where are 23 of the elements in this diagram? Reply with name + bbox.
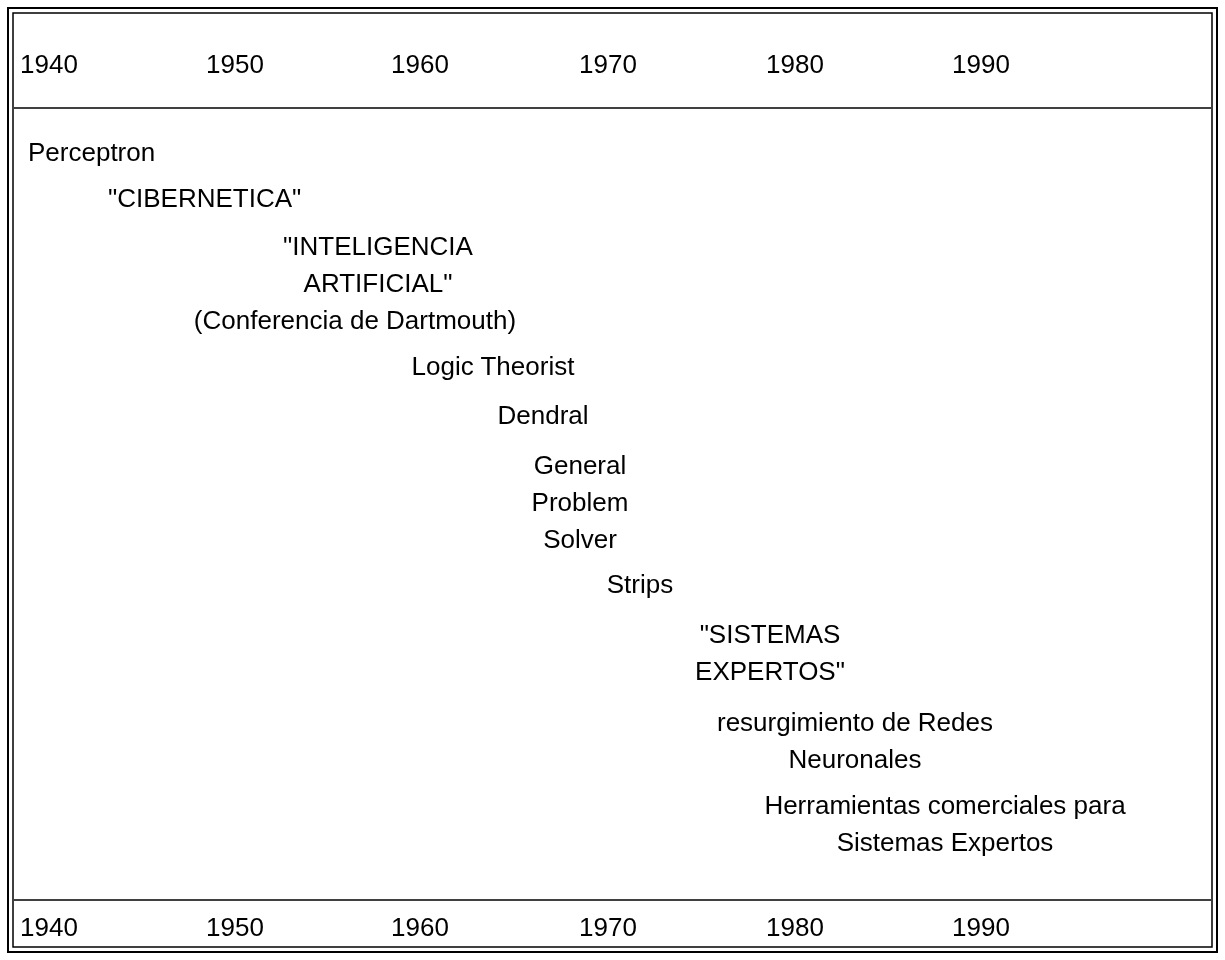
event-label: (Conferencia de Dartmouth) bbox=[192, 304, 518, 337]
year-label: 1980 bbox=[766, 911, 825, 944]
event-label: Perceptron bbox=[28, 136, 157, 169]
year-label: 1970 bbox=[579, 911, 638, 944]
year-label: 1960 bbox=[391, 48, 450, 81]
event-label: resurgimiento de Redes Neuronales bbox=[715, 706, 994, 776]
event-label: "INTELIGENCIA ARTIFICIAL" bbox=[282, 230, 474, 300]
event-label: Logic Theorist bbox=[410, 350, 576, 383]
year-label: 1960 bbox=[391, 911, 450, 944]
year-label: 1950 bbox=[206, 48, 265, 81]
event-label: General Problem Solver bbox=[530, 449, 630, 556]
event-label: "SISTEMAS EXPERTOS" bbox=[694, 618, 846, 688]
year-label: 1980 bbox=[766, 48, 825, 81]
year-label: 1940 bbox=[20, 911, 79, 944]
year-label: 1950 bbox=[206, 911, 265, 944]
year-label: 1970 bbox=[579, 48, 638, 81]
year-label: 1990 bbox=[952, 911, 1011, 944]
event-label: Herramientas comerciales para Sistemas Expertos bbox=[763, 789, 1127, 859]
event-label: "CIBERNETICA" bbox=[108, 182, 303, 215]
year-label: 1940 bbox=[20, 48, 79, 81]
event-label: Dendral bbox=[496, 399, 590, 432]
year-label: 1990 bbox=[952, 48, 1011, 81]
event-label: Strips bbox=[605, 568, 675, 601]
